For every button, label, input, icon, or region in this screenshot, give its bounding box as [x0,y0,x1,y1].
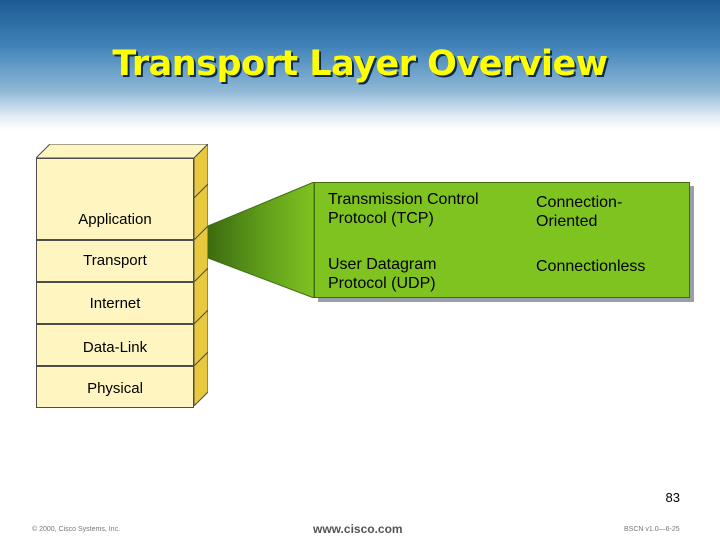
udp-connection-type: Connectionless [536,258,646,275]
layer-label-physical: Physical [87,380,143,397]
layer-label-internet: Internet [89,295,141,312]
layer-label-application: Application [78,211,152,228]
tcp-connection-type: Connection- Oriented [536,194,623,230]
footer-course-code: BSCN v1.0—6-25 [624,526,680,533]
page-number: 83 [665,490,680,505]
footer-copyright: © 2000, Cisco Systems, Inc. [32,526,121,533]
layer-data-link [36,324,194,366]
footer-url: www.cisco.com [313,522,403,536]
layer-label-data-link: Data-Link [82,339,148,356]
layer-label-transport: Transport [83,252,147,269]
slide-title: Transport Layer Overview [112,44,608,84]
stack-top-face [36,144,208,158]
layer-transport [36,240,194,282]
stack-side-face [194,144,208,406]
title-banner [0,0,720,130]
tcp-protocol-name: Transmission Control Protocol (TCP) [328,191,479,227]
layer-internet [36,282,194,324]
callout-connector [207,182,315,298]
transport-protocols-callout: Transmission Control Protocol (TCP) Conn… [314,182,690,298]
udp-protocol-name: User Datagram Protocol (UDP) [328,256,437,292]
layer-application [36,158,194,240]
layer-physical [36,366,194,408]
